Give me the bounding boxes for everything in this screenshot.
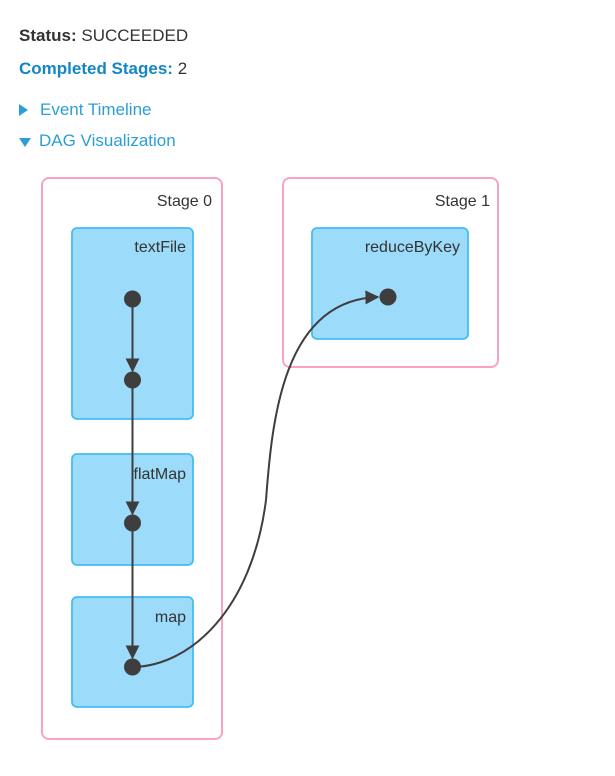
rdd-dot-map[interactable] (124, 658, 141, 676)
event-timeline-label: Event Timeline (40, 100, 152, 119)
stage-1-cluster: Stage 1 reduceByKey (282, 177, 499, 368)
stage-1-label: Stage 1 (435, 193, 490, 210)
completed-stages-link[interactable]: Completed Stages: (19, 59, 173, 78)
event-timeline-toggle[interactable]: Event Timeline (19, 100, 152, 120)
operation-box-reducebykey (311, 227, 469, 340)
dag-visualization-toggle[interactable]: DAG Visualization (19, 131, 176, 151)
stage-0-label: Stage 0 (157, 193, 212, 210)
completed-stages-value: 2 (177, 59, 188, 78)
rdd-dot-textfile-1[interactable] (124, 371, 141, 389)
caret-right-icon (19, 104, 28, 116)
status-line: Status: SUCCEEDED (19, 26, 188, 46)
rdd-dot-flatmap[interactable] (124, 514, 141, 532)
caret-down-icon (19, 137, 31, 147)
operation-label-map: map (155, 609, 186, 626)
status-value: SUCCEEDED (81, 26, 189, 45)
operation-label-flatmap: flatMap (134, 466, 187, 483)
rdd-dot-reducebykey[interactable] (379, 288, 397, 306)
edge-map-to-reducebykey (132, 290, 380, 668)
operation-label-textfile: textFile (134, 239, 186, 256)
operation-label-reducebykey: reduceByKey (365, 239, 460, 256)
completed-stages-line: Completed Stages: 2 (19, 59, 187, 79)
rdd-dot-textfile-0[interactable] (124, 290, 141, 308)
status-label: Status: (19, 26, 77, 45)
dag-visualization-label: DAG Visualization (39, 131, 176, 150)
